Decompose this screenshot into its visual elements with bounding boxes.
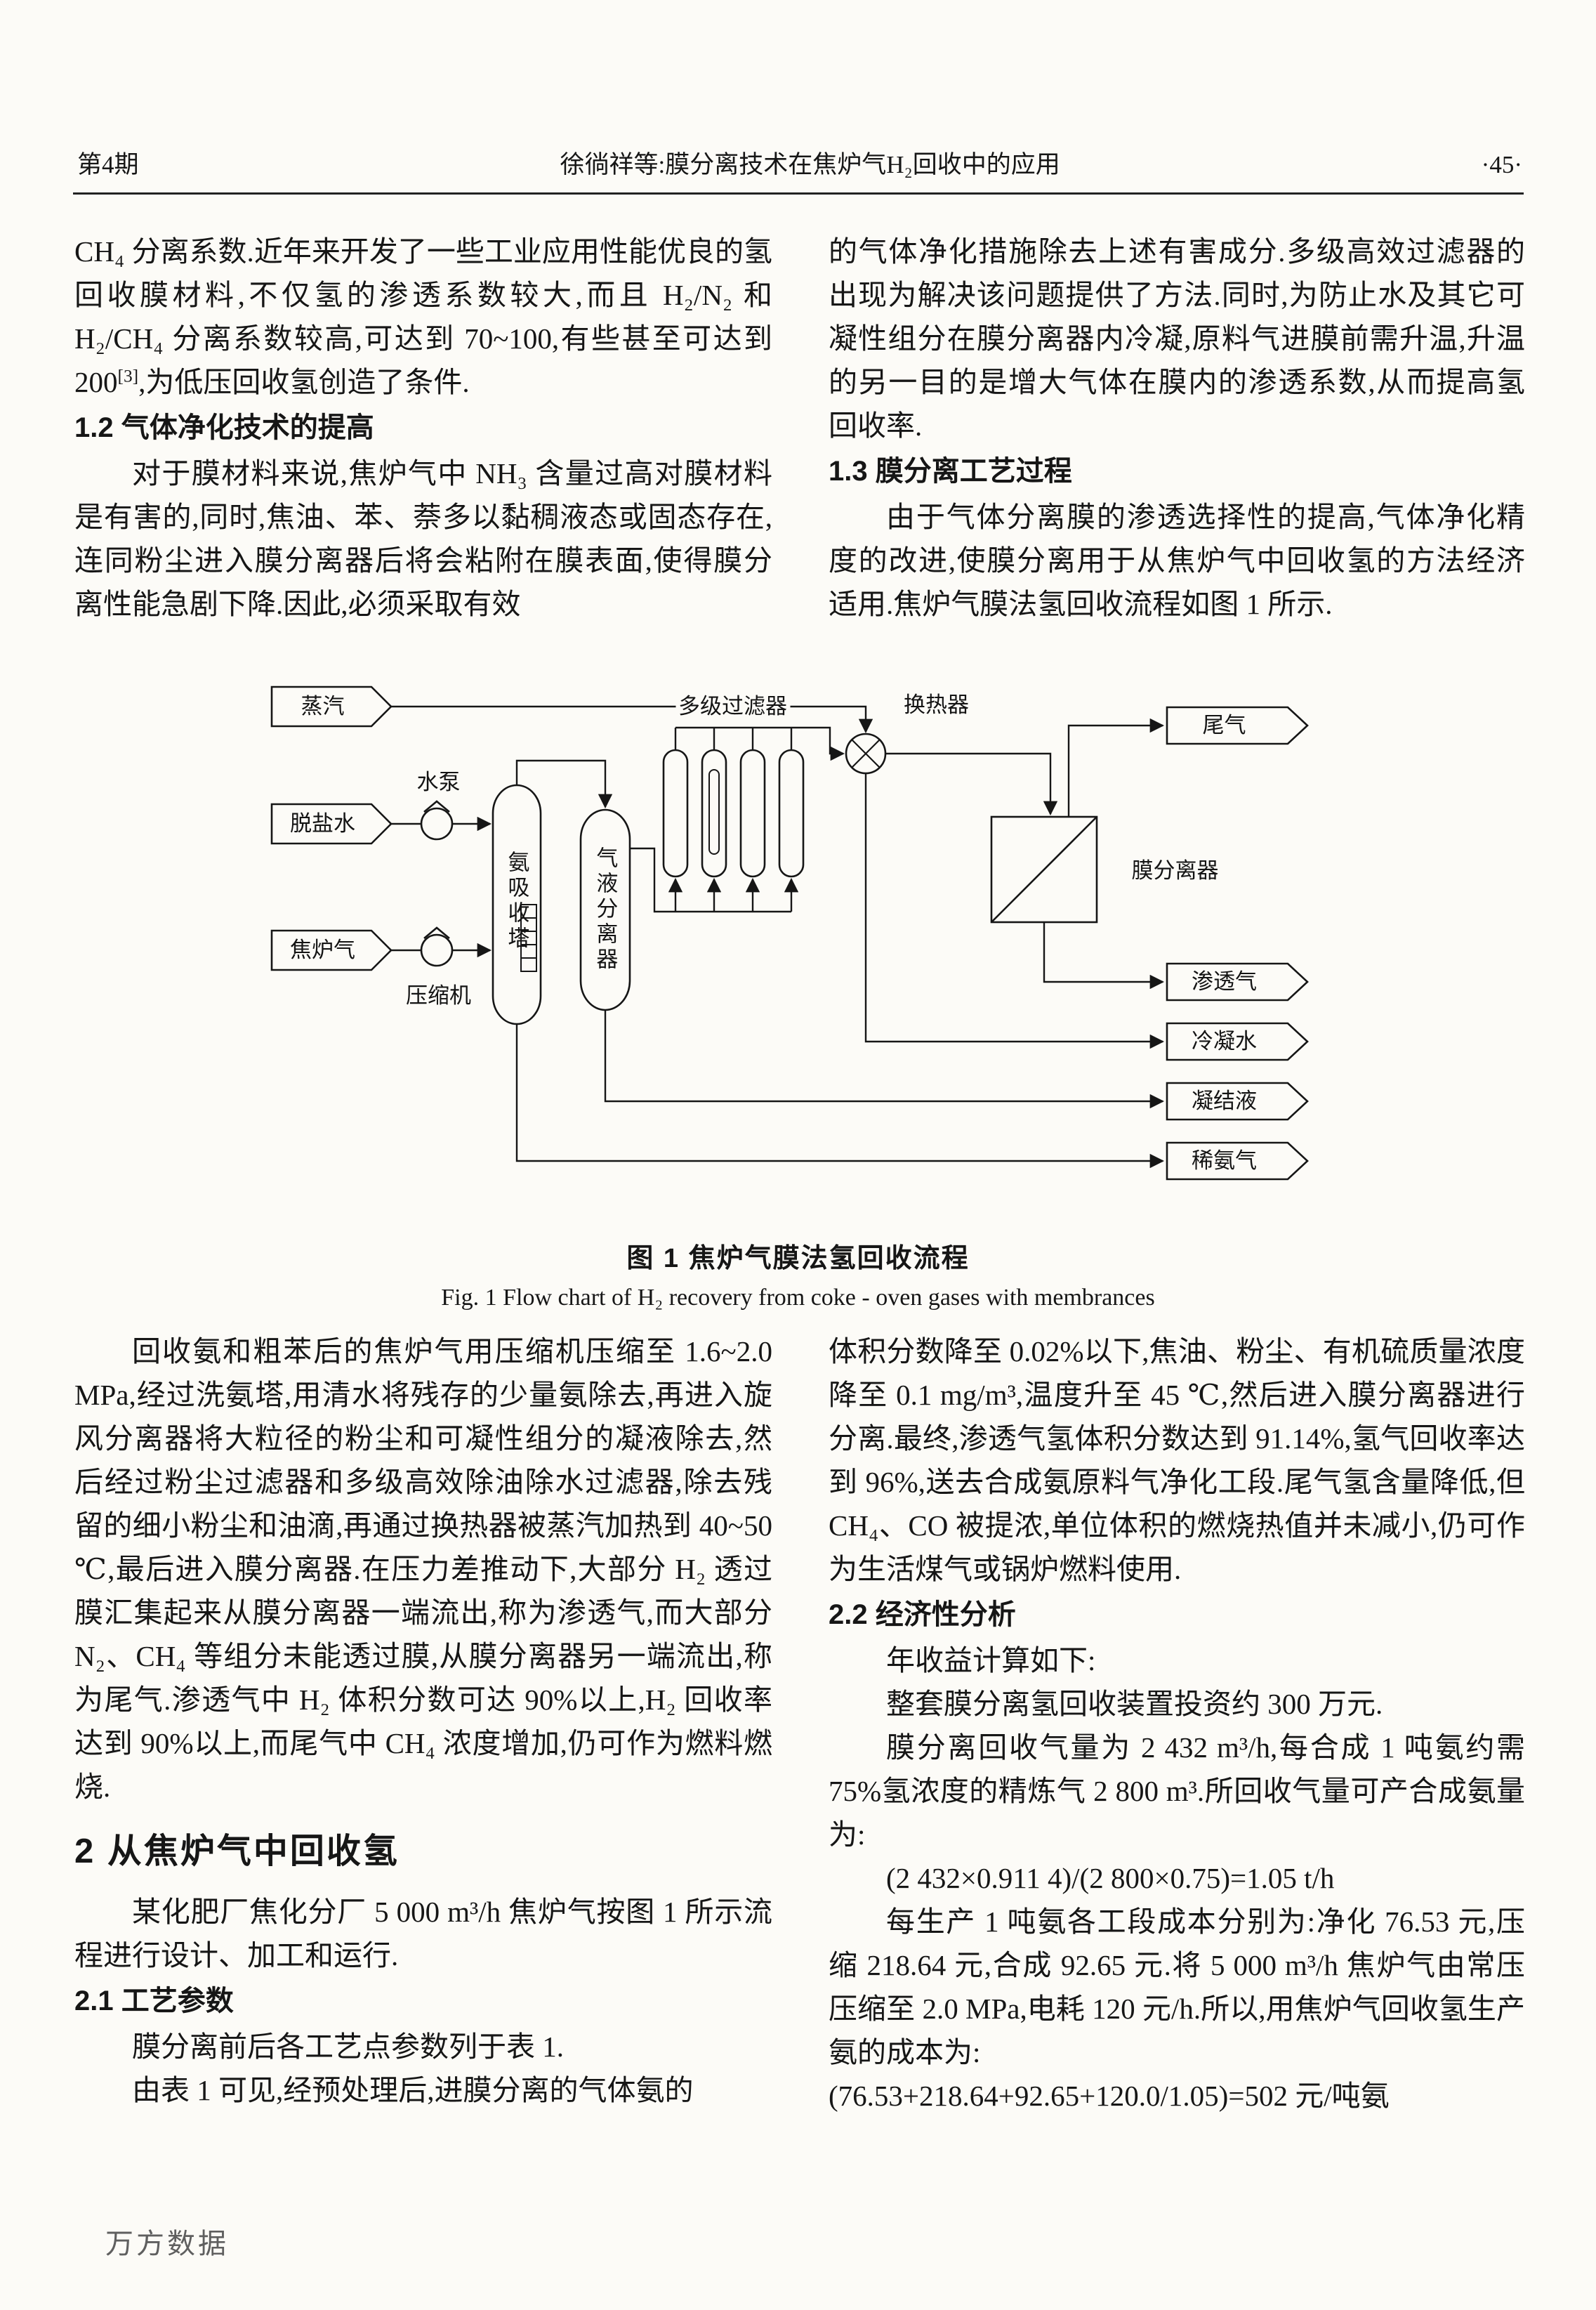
page-header: 第4期 徐徜祥等:膜分离技术在焦炉气H₂回收中的应用 ·45· xyxy=(77,145,1522,181)
figure-1: 蒸汽 脱盐水 焦炉气 水泵 压缩机 氨吸收塔 气液分离器 多级过滤器 换热器 膜… xyxy=(0,673,1596,1311)
section-heading-1-3: 1.3 膜分离工艺过程 xyxy=(829,456,1072,487)
label-compressor: 压缩机 xyxy=(406,983,471,1009)
tower-level-gauge xyxy=(520,904,537,972)
bottom-left-column: 回收氨和粗苯后的焦炉气用压缩机压缩至 1.6~2.0 MPa,经过洗氨塔,用清水… xyxy=(74,1330,772,2112)
label-water-pump: 水泵 xyxy=(416,770,461,795)
pipe-tail-gas xyxy=(1067,718,1164,817)
running-title: 徐徜祥等:膜分离技术在焦炉气H₂回收中的应用 xyxy=(560,151,1060,178)
paragraph: CH₄ 分离系数.近年来开发了一些工业应用性能优良的氢回收膜材料,不仅氢的渗透系… xyxy=(74,235,772,398)
label-coke-oven-gas: 焦炉气 xyxy=(290,938,355,963)
water-pump-symbol xyxy=(420,807,453,841)
section-heading-2: 2 从焦炉气中回收氢 xyxy=(74,1832,400,1870)
label-heat-exchanger: 换热器 xyxy=(904,693,969,718)
label-permeate-gas: 渗透气 xyxy=(1192,969,1257,995)
section-heading-1-2: 1.2 气体净化技术的提高 xyxy=(74,412,374,443)
condensate-banner xyxy=(1166,1082,1309,1121)
figure-caption-en: Fig. 1 Flow chart of H₂ recovery from co… xyxy=(441,1285,1155,1311)
water-pump-vanes xyxy=(423,800,450,813)
label-steam: 蒸汽 xyxy=(301,694,345,719)
pipe-filters-to-exchanger xyxy=(675,726,845,761)
flow-diagram-svg xyxy=(270,685,1309,1181)
header-rule xyxy=(73,192,1524,195)
label-membrane-separator: 膜分离器 xyxy=(1131,858,1219,884)
filter-vessel-3 xyxy=(739,749,765,878)
filter-vessel-1 xyxy=(662,749,688,878)
figure-caption-zh: 图 1 焦炉气膜法氢回收流程 xyxy=(626,1244,970,1273)
paragraph: 回收氨和粗苯后的焦炉气用压缩机压缩至 1.6~2.0 MPa,经过洗氨塔,用清水… xyxy=(74,1335,772,1803)
paragraph: 由表 1 可见,经预处理后,进膜分离的气体氨的 xyxy=(132,2074,694,2106)
pipe-dilute-ammonia xyxy=(515,1024,1164,1169)
coke-oven-gas-banner xyxy=(270,929,393,971)
figure-caption: 图 1 焦炉气膜法氢回收流程 Fig. 1 Flow chart of H₂ r… xyxy=(0,1236,1596,1311)
dilute-ammonia-banner xyxy=(1166,1141,1309,1181)
membrane-diagonal xyxy=(990,816,1097,923)
gas-liquid-separator-vessel xyxy=(579,808,631,1011)
label-gas-liquid-separator: 气液分离器 xyxy=(593,846,618,973)
bottom-right-column: 体积分数降至 0.02%以下,焦油、粉尘、有机硫质量浓度降至 0.1 mg/m³… xyxy=(829,1330,1525,2118)
tail-gas-banner xyxy=(1166,706,1309,745)
paragraph: 对于膜材料来说,焦炉气中 NH₃ 含量过高对膜材料是有害的,同时,焦油、苯、萘多… xyxy=(74,457,772,620)
label-multistage-filter: 多级过滤器 xyxy=(675,694,790,719)
pipe-cooling-water xyxy=(864,773,1164,1049)
paragraph: 每生产 1 吨氨各工段成本分别为:净化 76.53 元,压缩 218.64 元,… xyxy=(829,1905,1525,2068)
pipe-permeate xyxy=(1043,922,1164,990)
filter-vessel-4 xyxy=(778,749,804,878)
paragraph: 整套膜分离氢回收装置投资约 300 万元. xyxy=(886,1688,1383,1720)
page-number: ·45· xyxy=(1481,151,1522,178)
pipe-separator-to-filter-manifold xyxy=(629,847,791,913)
paragraph: 年收益计算如下: xyxy=(886,1644,1096,1676)
paragraph: 膜分离回收气量为 2 432 m³/h,每合成 1 吨氨约需 75%氢浓度的精炼… xyxy=(829,1731,1525,1851)
label-dilute-ammonia: 稀氨气 xyxy=(1192,1148,1257,1174)
pipe-steam xyxy=(390,705,873,734)
flow-diagram: 蒸汽 脱盐水 焦炉气 水泵 压缩机 氨吸收塔 气液分离器 多级过滤器 换热器 膜… xyxy=(261,673,1336,1215)
desalted-water-banner xyxy=(270,803,393,845)
label-condensate: 凝结液 xyxy=(1192,1089,1257,1114)
label-ammonia-tower: 氨吸收塔 xyxy=(504,851,529,952)
paragraph: 某化肥厂焦化分厂 5 000 m³/h 焦炉气按图 1 所示流程进行设计、加工和… xyxy=(74,1896,772,1971)
cooling-water-banner xyxy=(1166,1022,1309,1061)
compressor-symbol xyxy=(420,933,453,967)
section-heading-2-2: 2.2 经济性分析 xyxy=(829,1599,1016,1630)
heat-exchanger-cross xyxy=(850,739,881,768)
watermark: 万方数据 xyxy=(105,2228,229,2259)
label-cooling-water: 冷凝水 xyxy=(1192,1029,1257,1054)
filter-cartridge xyxy=(708,769,720,855)
paragraph: 由于气体分离膜的渗透选择性的提高,气体净化精度的改进,使膜分离用于从焦炉气中回收… xyxy=(829,501,1525,620)
paragraph: 体积分数降至 0.02%以下,焦油、粉尘、有机硫质量浓度降至 0.1 mg/m³… xyxy=(829,1335,1525,1585)
journal-issue: 第4期 xyxy=(77,151,139,178)
paragraph: 的气体净化措施除去上述有害成分.多级高效过滤器的出现为解决该问题提供了方法.同时… xyxy=(829,235,1525,442)
pipe-exchanger-to-membrane xyxy=(885,752,1057,816)
steam-banner xyxy=(270,685,393,728)
pipe-tower-to-separator xyxy=(515,759,612,809)
compressor-vanes xyxy=(423,926,450,939)
tower-gauge-hatch xyxy=(520,917,536,959)
formula: (2 432×0.911 4)/(2 800×0.75)=1.05 t/h xyxy=(886,1862,1335,1894)
paragraph: 膜分离前后各工艺点参数列于表 1. xyxy=(132,2030,564,2063)
permeate-banner xyxy=(1166,962,1309,1002)
section-heading-2-1: 2.1 工艺参数 xyxy=(74,1986,234,2016)
top-right-column: 的气体净化措施除去上述有害成分.多级高效过滤器的出现为解决该问题提供了方法.同时… xyxy=(829,230,1525,626)
top-left-column: CH₄ 分离系数.近年来开发了一些工业应用性能优良的氢回收膜材料,不仅氢的渗透系… xyxy=(74,230,772,626)
pipe-condensate xyxy=(604,1010,1164,1109)
label-desalted-water: 脱盐水 xyxy=(290,811,355,836)
formula: (76.53+218.64+92.65+120.0/1.05)=502 元/吨氨 xyxy=(829,2080,1390,2112)
label-tail-gas: 尾气 xyxy=(1202,713,1246,738)
